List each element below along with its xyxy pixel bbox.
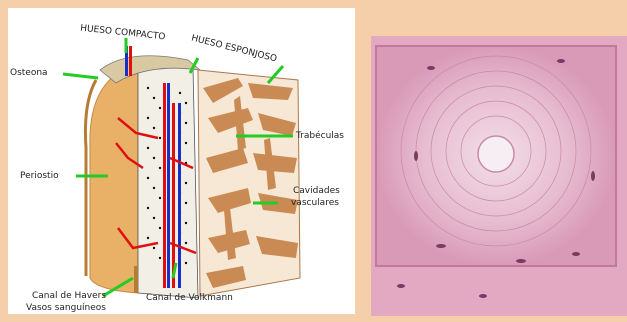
bone-illustration xyxy=(8,8,355,314)
label-vasos-sanguineos: Vasos sanguíneos xyxy=(26,303,106,313)
label-canal-volkmann: Canal de Volkmann xyxy=(146,293,233,303)
label-periostio: Periostio xyxy=(20,171,59,181)
haversian-canal xyxy=(478,136,514,172)
spongy-bone xyxy=(198,70,300,296)
label-vasculares: vasculares xyxy=(291,198,339,208)
periosteum-layer xyxy=(90,68,138,293)
label-cavidades: Cavidades xyxy=(293,186,340,196)
osteon-micrograph-image xyxy=(371,36,627,316)
osteon-micrograph xyxy=(371,36,627,316)
bone-structure-diagram: Osteona HUESO COMPACTO HUESO ESPONJOSO T… xyxy=(8,8,355,314)
label-trabeculas: Trabéculas xyxy=(296,131,344,141)
label-canal-havers: Canal de Havers xyxy=(32,291,106,301)
label-osteona: Osteona xyxy=(10,68,48,78)
